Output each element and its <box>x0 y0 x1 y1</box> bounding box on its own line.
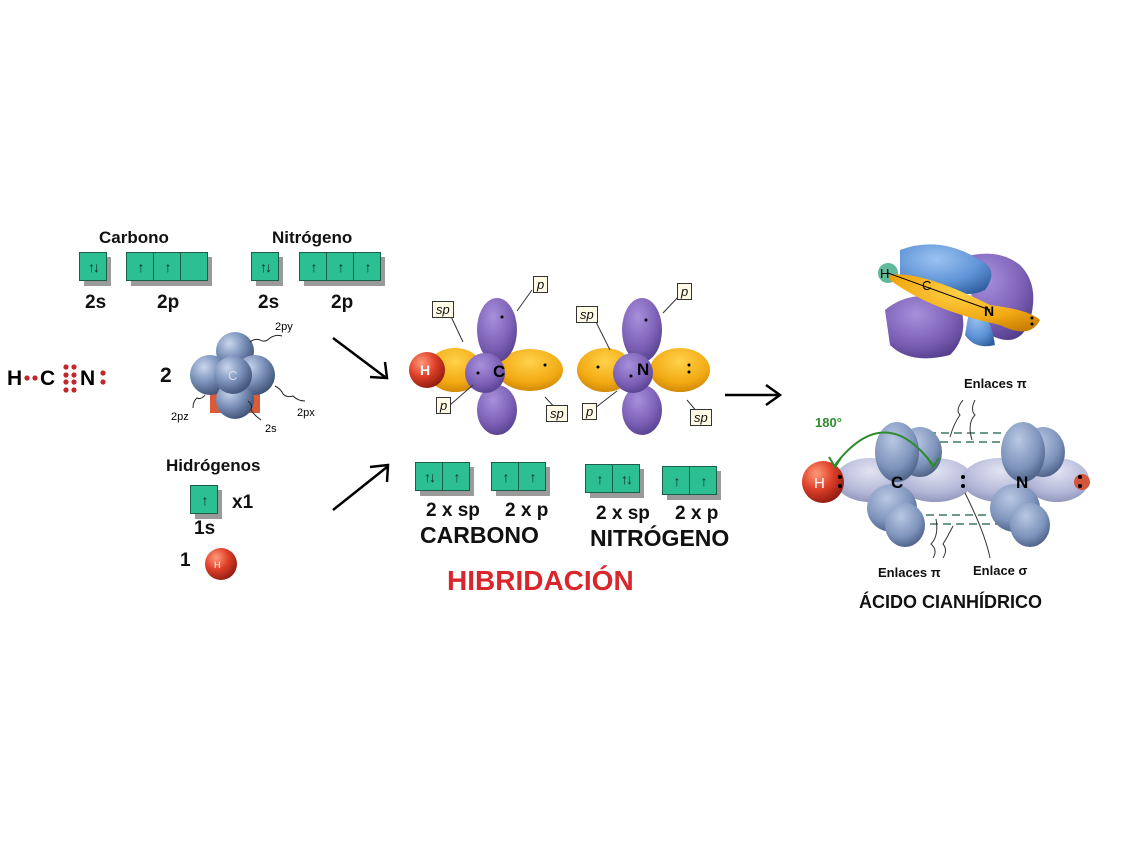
label-2py: 2py <box>275 321 293 333</box>
orbital-box: ↑ <box>190 485 218 514</box>
svg-text:N: N <box>1016 473 1028 492</box>
nitrogen-2p-orbitals: ↑ ↑ ↑ <box>299 252 381 281</box>
orbital-box: ↑ <box>662 466 690 495</box>
carbono-title: Carbono <box>99 228 169 247</box>
carbon-2p-orbitals: ↑ ↑ <box>126 252 208 281</box>
carbon-2s-label: 2s <box>85 292 107 313</box>
carbon-p-label: 2 x p <box>505 500 549 521</box>
lewis-h: H <box>7 367 22 390</box>
hcn-linear-model: H C N 180° <box>802 400 1090 559</box>
p-tag: p <box>677 283 693 300</box>
hydrogen-multiplier: x1 <box>232 492 254 513</box>
hcn-3d-orbital-model: H C N <box>878 244 1040 359</box>
arrow-up-right-icon <box>332 466 388 511</box>
nitrogen-2s-label: 2s <box>258 292 280 313</box>
label-2pz: 2pz <box>171 411 189 423</box>
arrows-to-hybridization <box>332 337 390 511</box>
svg-text:C: C <box>891 473 903 492</box>
sp-tag: sp <box>546 405 568 422</box>
nitrogen-hybrid-model: N <box>577 298 710 435</box>
svg-text:N: N <box>984 303 994 319</box>
label-2px: 2px <box>297 407 315 419</box>
orbital-box: ↑ <box>126 252 154 281</box>
orbital-box: ↑↓ <box>415 462 443 491</box>
svg-text:H: H <box>214 560 221 570</box>
orbital-box: ↑ <box>326 252 354 281</box>
nitrogen-2p-label: 2p <box>331 292 354 313</box>
nitrogeno-label: NITRÓGENO <box>590 525 730 551</box>
carbono-label: CARBONO <box>420 522 539 548</box>
sp-tag: sp <box>432 301 454 318</box>
carbon-hybrid-model: H C <box>409 298 563 435</box>
svg-text:H: H <box>880 266 889 281</box>
orbital-box: ↑ <box>518 462 546 491</box>
nitrogeno-title: Nitrógeno <box>272 228 353 247</box>
carbon-orbital-model: C 2py 2px 2pz 2s <box>171 321 315 435</box>
arrow-down-right-icon <box>332 337 386 378</box>
nitrogen-2s-orbital: ↑↓ <box>251 252 279 281</box>
lewis-c: C <box>40 367 55 390</box>
orbital-box: ↑↓ <box>79 252 107 281</box>
orbital-box: ↑ <box>442 462 470 491</box>
svg-text:C: C <box>922 278 931 293</box>
hydrogen-1s-orbital: ↑ <box>190 485 218 514</box>
p-tag: p <box>582 403 598 420</box>
nitrogen-atom-label: N <box>637 360 649 379</box>
p-tag: p <box>436 397 452 414</box>
orbital-box: ↑ <box>585 464 613 493</box>
nitrogen-sp-label: 2 x sp <box>596 503 650 524</box>
acido-cianhidrico-title: ÁCIDO CIANHÍDRICO <box>859 592 1042 612</box>
period-number-2: 2 <box>160 364 172 387</box>
carbon-p-orbitals: ↑ ↑ <box>491 462 546 491</box>
orbital-box <box>180 252 208 281</box>
angle-label: 180° <box>815 415 842 430</box>
p-tag: p <box>533 276 549 293</box>
hydrogen-1s-label: 1s <box>194 518 216 539</box>
lewis-structure: H C N <box>7 364 106 393</box>
hidrogenos-title: Hidrógenos <box>166 456 261 475</box>
orbital-box: ↑ <box>299 252 327 281</box>
label-2s: 2s <box>265 423 277 435</box>
orbital-box: ↑↓ <box>612 464 640 493</box>
orbital-box: ↑ <box>153 252 181 281</box>
orbital-box: ↑ <box>491 462 519 491</box>
hydrogen-atom-sphere: H <box>205 548 237 580</box>
carbon-2p-label: 2p <box>157 292 180 313</box>
period-number-1: 1 <box>180 550 191 571</box>
lewis-n: N <box>80 367 95 390</box>
carbon-sp-label: 2 x sp <box>426 500 480 521</box>
sp-tag: sp <box>576 306 598 323</box>
sp-tag: sp <box>690 409 712 426</box>
svg-text:H: H <box>420 362 430 378</box>
nitrogen-sp-orbitals: ↑ ↑↓ <box>585 464 640 493</box>
svg-text:H: H <box>814 475 825 492</box>
enlaces-pi-bottom-label: Enlaces π <box>878 565 941 580</box>
orbital-box: ↑↓ <box>251 252 279 281</box>
nitrogen-p-label: 2 x p <box>675 503 719 524</box>
hibridacion-title: HIBRIDACIÓN <box>447 565 634 596</box>
hybrid-orbital-models: H C N <box>409 289 710 435</box>
carbon-2s-orbital: ↑↓ <box>79 252 107 281</box>
enlaces-pi-top-label: Enlaces π <box>964 376 1027 391</box>
enlace-sigma-label: Enlace σ <box>973 563 1028 578</box>
svg-text:C: C <box>228 368 237 383</box>
carbon-atom-label: C <box>493 362 505 381</box>
nitrogen-p-orbitals: ↑ ↑ <box>662 466 717 495</box>
orbital-box: ↑ <box>689 466 717 495</box>
orbital-box: ↑ <box>353 252 381 281</box>
arrow-right-icon <box>725 383 783 407</box>
carbon-sp-orbitals: ↑↓ ↑ <box>415 462 470 491</box>
